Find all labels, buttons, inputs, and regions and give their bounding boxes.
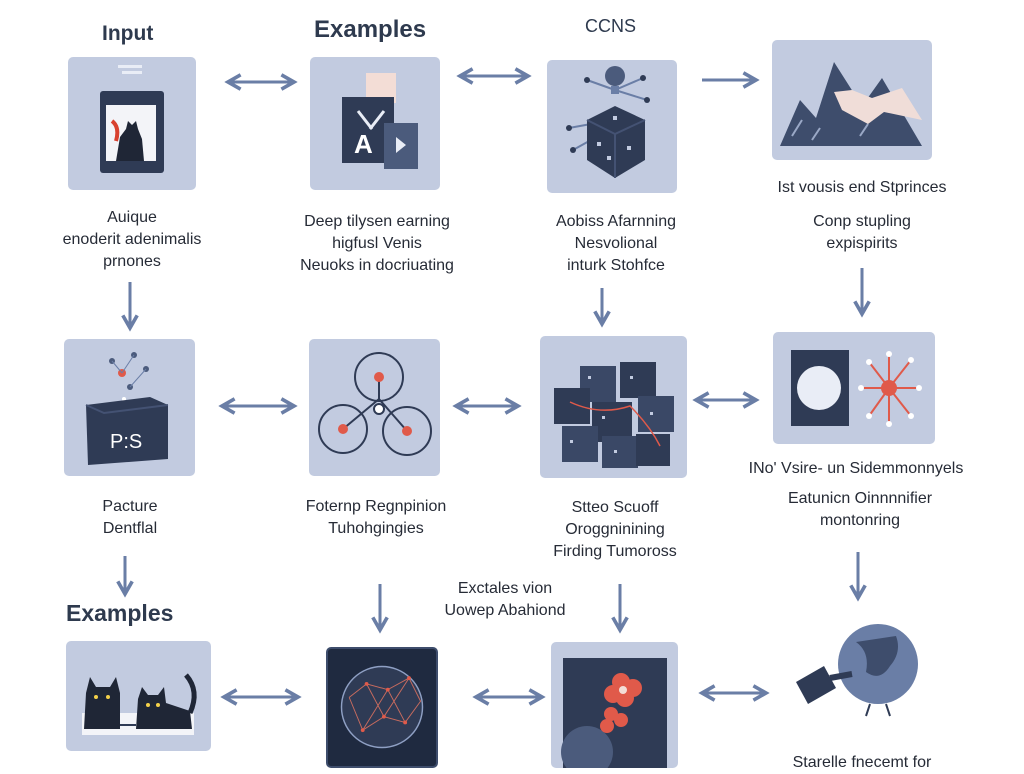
neural-cube-icon <box>566 66 650 178</box>
caption-line: Exctales vion <box>457 580 553 597</box>
flower-screen-icon <box>561 658 667 768</box>
caption-line: Uowep Abahiond <box>444 602 566 619</box>
caption-line: Stteo Scuoff <box>571 499 659 516</box>
caption-line: Ist vousis end Stprinces <box>777 179 947 196</box>
cube-cluster-icon <box>554 362 674 468</box>
caption-line: higfusl Venis <box>332 235 422 252</box>
caption-line: Starelle fnecemt for <box>792 754 932 771</box>
heading-examples-bottom: Examples <box>66 600 174 626</box>
caption-line: Dentflal <box>102 520 158 537</box>
caption-mountains: Conp stupling expispirits <box>772 211 952 255</box>
caption-line: INo' Vsire- un Sidemmonnyels <box>748 460 964 477</box>
caption-neuron-title: INo' Vsire- un Sidemmonnyels <box>738 458 974 480</box>
caption-node-circles: Foternp Regnpinion Tuhohgingies <box>286 496 466 540</box>
caption-line: Aobiss Afarnning <box>555 213 677 230</box>
caption-line: Foternp Regnpinion <box>305 498 447 515</box>
mountain-image-icon <box>780 62 922 146</box>
caption-middle-bottom: Exctales vion Uowep Abahiond <box>420 578 590 622</box>
tile-examples-letter: A <box>354 129 373 159</box>
caption-line: Nesvolional <box>574 235 658 252</box>
cats-photo-icon <box>82 673 197 735</box>
pss-box-icon <box>85 352 169 465</box>
tile-neuron-scan <box>773 332 935 444</box>
caption-line: Pacture <box>102 498 158 515</box>
caption-line: Eatunicn Oinnnnifier <box>787 490 933 507</box>
caption-line: Conp stupling <box>813 213 911 230</box>
tile-mountains <box>772 40 932 160</box>
tile-flower-screen <box>551 642 678 768</box>
tile-examples: A <box>310 57 440 190</box>
caption-mountains-title: Ist vousis end Stprinces <box>752 177 972 199</box>
caption-line: inturk Stohfce <box>567 257 665 274</box>
tile-ccns <box>547 60 677 193</box>
tile-cats <box>66 641 211 751</box>
caption-line: expispirits <box>826 235 898 252</box>
caption-line: Tuhohgingies <box>328 520 424 537</box>
caption-line: Firding Tumoross <box>553 543 677 560</box>
caption-line: Auique <box>107 209 157 226</box>
tile-cube-cluster <box>540 336 687 478</box>
tile-input <box>68 57 196 190</box>
video-stack-icon <box>342 73 418 169</box>
heading-ccns: CCNS <box>585 16 637 36</box>
node-circles-icon <box>318 352 432 456</box>
caption-neuron: Eatunicn Oinnnnifier montonring <box>762 488 958 532</box>
tile-node-circles <box>309 339 440 476</box>
caption-line: enoderit adenimalis <box>62 231 202 248</box>
caption-pss: Pacture Dentflal <box>70 496 190 540</box>
caption-line: Deep tilysen earning <box>304 213 450 230</box>
network-globe-icon <box>340 665 424 749</box>
neuron-scan-icon <box>791 350 922 427</box>
tile-pss-label: P:S <box>110 431 143 453</box>
caption-line: montonring <box>819 512 901 529</box>
heading-examples-top: Examples <box>314 16 427 43</box>
tile-satellite <box>790 612 920 722</box>
caption-input: Auique enoderit adenimalis prnones <box>50 207 214 273</box>
caption-examples: Deep tilysen earning higfusl Venis Neuok… <box>280 211 474 277</box>
tile-pss: P:S <box>64 339 195 476</box>
caption-cube-cluster: Stteo Scuoff Oroggninining Firding Tumor… <box>525 497 705 563</box>
caption-line: Neuoks in docriuating <box>300 257 454 274</box>
caption-line: prnones <box>103 253 161 270</box>
satellite-globe-icon <box>796 624 918 717</box>
cat-photo-icon <box>100 65 164 173</box>
caption-line: Oroggninining <box>565 521 665 538</box>
tile-network-globe <box>326 647 438 768</box>
heading-input: Input <box>102 22 154 45</box>
caption-satellite: Starelle fnecemt for <box>770 752 954 774</box>
caption-ccns: Aobiss Afarnning Nesvolional inturk Stoh… <box>527 211 705 277</box>
